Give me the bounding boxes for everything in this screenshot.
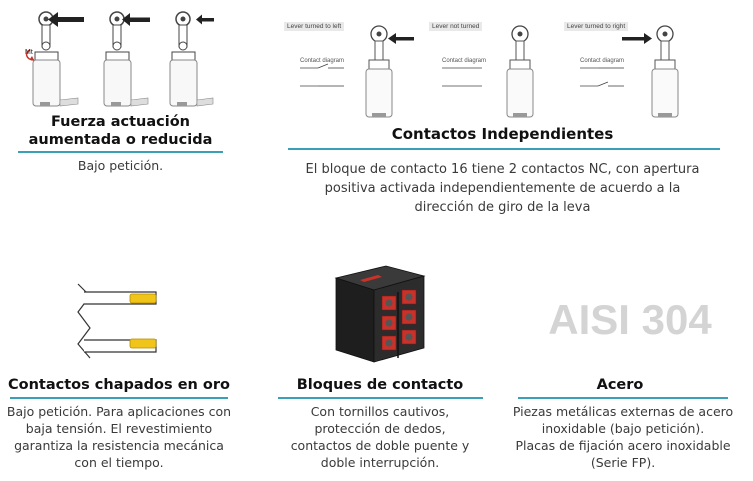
panel-label-left: Lever turned to left	[284, 22, 345, 31]
bloques-desc-line3: contactos de doble puente y	[290, 438, 470, 453]
fuerza-illustration: Mt	[20, 8, 220, 114]
acero-desc-line4: (Serie FP).	[590, 455, 656, 470]
contactos-indep-desc: El bloque de contacto 16 tiene 2 contact…	[280, 160, 725, 217]
limit-switch-2	[103, 11, 150, 107]
acero-desc-line2: inoxidable (bajo petición).	[541, 421, 705, 436]
oro-divider	[10, 397, 228, 399]
oro-desc-line3: garantiza la resistencia mecánica	[14, 438, 224, 453]
fuerza-divider	[18, 151, 223, 153]
bloques-illustration	[326, 258, 430, 366]
contactos-indep-title: Contactos Independientes	[391, 125, 614, 143]
contactos-indep-desc-line3: dirección de giro de la leva	[414, 200, 591, 215]
oro-title: Contactos chapados en oro	[8, 377, 230, 393]
limit-switch-1	[25, 11, 84, 107]
oro-illustration	[60, 282, 180, 362]
bloques-desc-line1: Con tornillos cautivos,	[310, 404, 450, 419]
oro-desc-line2: baja tensión. El revestimiento	[25, 421, 213, 436]
panel-label-center: Lever not turned	[429, 22, 483, 31]
contactos-indep-divider	[288, 148, 720, 150]
oro-desc-line1: Bajo petición. Para aplicaciones con	[6, 404, 232, 419]
mt-label: Mt	[25, 49, 33, 56]
bloques-desc-line2: protección de dedos,	[314, 421, 446, 436]
fuerza-title-line2: aumentada o reducida	[28, 132, 213, 148]
bloques-divider	[278, 397, 483, 399]
bloques-desc: Con tornillos cautivos, protección de de…	[270, 403, 490, 471]
contact-diagram-label-3: Contact diagram	[580, 58, 624, 64]
contactos-indep-desc-line1: El bloque de contacto 16 tiene 2 contact…	[305, 162, 700, 177]
fuerza-desc: Bajo petición.	[77, 158, 164, 173]
contactos-indep-desc-line2: positiva activada independientemente de …	[324, 181, 681, 196]
acero-desc-line1: Piezas metálicas externas de acero	[512, 404, 734, 419]
panel-right-diagram: Contact diagram	[580, 25, 679, 118]
panel-label-right: Lever turned to right	[564, 22, 629, 31]
panel-left-diagram: Contact diagram	[300, 25, 414, 118]
aisi-badge: AISI 304	[548, 296, 712, 343]
contactos-indep-illustration: Lever turned to left Lever not turned Le…	[282, 20, 722, 120]
acero-desc-line3: Placas de fijación acero inoxidable	[515, 438, 731, 453]
oro-desc-line4: con el tiempo.	[74, 455, 164, 470]
acero-title: Acero	[596, 377, 644, 393]
acero-desc: Piezas metálicas externas de acero inoxi…	[503, 403, 743, 471]
bloques-title: Bloques de contacto	[296, 377, 464, 393]
contact-diagram-label-2: Contact diagram	[442, 58, 486, 64]
contact-diagram-label-1: Contact diagram	[300, 58, 344, 64]
fuerza-title-line1: Fuerza actuación	[50, 114, 191, 130]
fuerza-title: Fuerza actuación aumentada o reducida	[18, 113, 223, 149]
bloques-desc-line4: doble interrupción.	[320, 455, 440, 470]
oro-desc: Bajo petición. Para aplicaciones con baj…	[0, 403, 238, 471]
limit-switch-3	[169, 11, 214, 107]
panel-center-diagram: Contact diagram	[442, 25, 534, 118]
acero-divider	[518, 397, 728, 399]
